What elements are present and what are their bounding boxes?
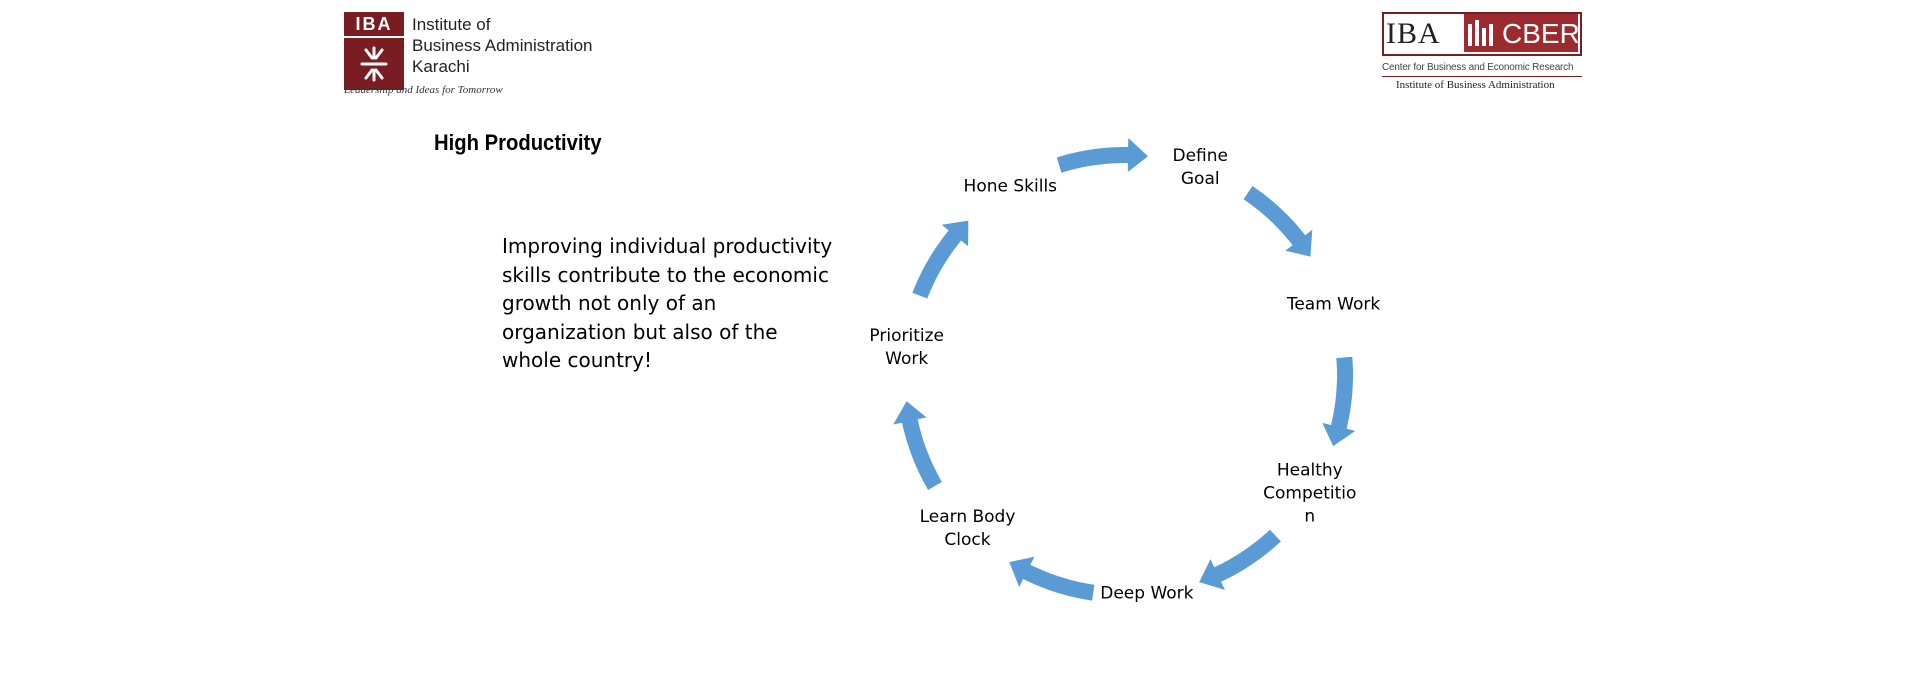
cycle-node: Hone Skills xyxy=(963,176,1058,197)
cycle-node: Deep Work xyxy=(1100,583,1194,604)
cber-logo: IBA CBER Center for Business and Economi… xyxy=(1382,12,1584,98)
iba-emblem-icon xyxy=(344,38,404,90)
cber-institute: Institute of Business Administration xyxy=(1396,79,1555,91)
cycle-node: Team Work xyxy=(1286,294,1381,315)
iba-badge: IBA xyxy=(344,12,404,36)
cycle-arrow-icon xyxy=(1056,138,1148,173)
cycle-arrow-icon xyxy=(912,220,969,299)
cycle-node: Define Goal xyxy=(1172,146,1228,190)
cycle-arrow-icon xyxy=(1009,556,1095,601)
building-icon xyxy=(1468,20,1493,46)
cber-subtitle: Center for Business and Economic Researc… xyxy=(1382,62,1574,73)
cycle-node: Learn Body Clock xyxy=(919,506,1016,550)
cber-iba-text: IBA xyxy=(1386,17,1441,50)
iba-name: Institute of Business Administration Kar… xyxy=(412,14,592,77)
cycle-arrow-icon xyxy=(1199,529,1281,590)
cycle-node: Healthy Competitio n xyxy=(1263,460,1357,527)
iba-logo: IBA Institute of Business Administration… xyxy=(344,12,624,98)
iba-line-1: Institute of xyxy=(412,15,491,34)
iba-line-2: Business Administration xyxy=(412,36,593,55)
cber-text: CBER xyxy=(1502,18,1580,49)
cber-red-panel xyxy=(1464,14,1578,52)
cber-frame xyxy=(1382,12,1582,56)
iba-tagline: Leadership and Ideas for Tomorrow xyxy=(344,84,503,96)
iba-line-3: Karachi xyxy=(412,57,470,76)
cycle-arrow-icon xyxy=(1322,356,1356,447)
cycle-arrow-icon xyxy=(893,401,942,490)
slide-title: High Productivity xyxy=(434,130,602,155)
body-text: Improving individual productivity skills… xyxy=(502,234,833,372)
cycle-node: Prioritize Work xyxy=(869,325,944,369)
cber-divider xyxy=(1382,76,1582,77)
cycle-arrow-icon xyxy=(1243,186,1313,257)
